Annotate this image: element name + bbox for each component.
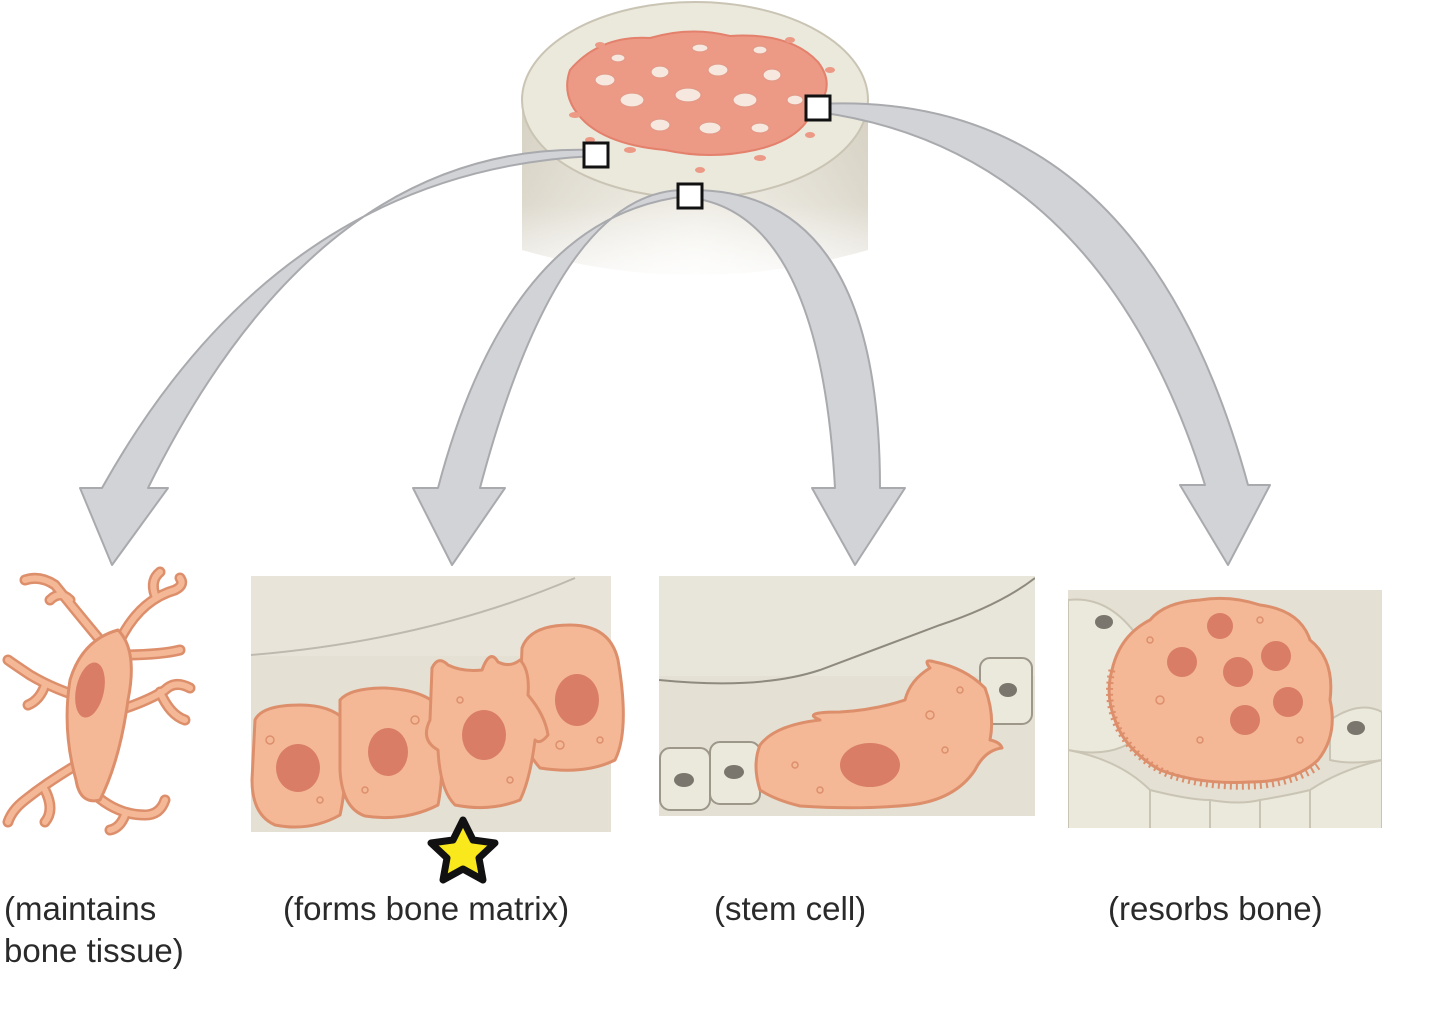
- caption-line: (resorbs bone): [1108, 890, 1323, 927]
- osteoclast-nucleus: [1273, 687, 1303, 717]
- osteogenic-nucleus: [840, 743, 900, 787]
- osteoblast-nucleus: [555, 674, 599, 726]
- arrows: [79, 102, 1271, 566]
- osteogenic-cell-panel: [659, 576, 1035, 816]
- marker-square: [676, 182, 704, 210]
- osteoblast-panel: [250, 576, 625, 832]
- caption-osteogenic-cell: (stem cell): [714, 888, 866, 930]
- caption-osteoblast: (forms bone matrix): [283, 888, 569, 930]
- caption-line: bone tissue): [4, 932, 184, 969]
- caption-line: (stem cell): [714, 890, 867, 927]
- star-icon: [427, 816, 499, 884]
- arrow-to-osteocyte: [79, 148, 596, 566]
- osteocyte-nucleus: [75, 662, 105, 718]
- osteoclast-nucleus: [1167, 647, 1197, 677]
- osteoblast-nucleus: [368, 728, 408, 776]
- osteogenic-cell: [754, 659, 1004, 810]
- marker-square: [582, 141, 610, 169]
- marker-square: [804, 94, 832, 122]
- arrow-to-osteogenic-cell: [691, 189, 906, 566]
- osteoclast-nucleus: [1223, 657, 1253, 687]
- caption-osteoclast: (resorbs bone): [1108, 888, 1323, 930]
- osteoclast-nucleus: [1207, 613, 1233, 639]
- caption-osteocyte: (maintains bone tissue): [4, 888, 184, 972]
- osteoclast-nucleus: [1261, 641, 1291, 671]
- osteocyte-body: [65, 628, 133, 803]
- arrow-to-osteoclast: [817, 102, 1271, 566]
- caption-line: (forms bone matrix): [283, 890, 570, 927]
- osteocyte-illustration: [2, 566, 196, 836]
- osteoblast-nucleus: [462, 710, 506, 760]
- caption-line: (maintains: [4, 890, 157, 927]
- osteoclast-panel: [1068, 590, 1382, 828]
- arrow-to-osteoblast: [412, 188, 689, 566]
- osteoclast-nucleus: [1230, 705, 1260, 735]
- location-markers: [582, 94, 832, 210]
- osteoblast-nucleus: [276, 744, 320, 792]
